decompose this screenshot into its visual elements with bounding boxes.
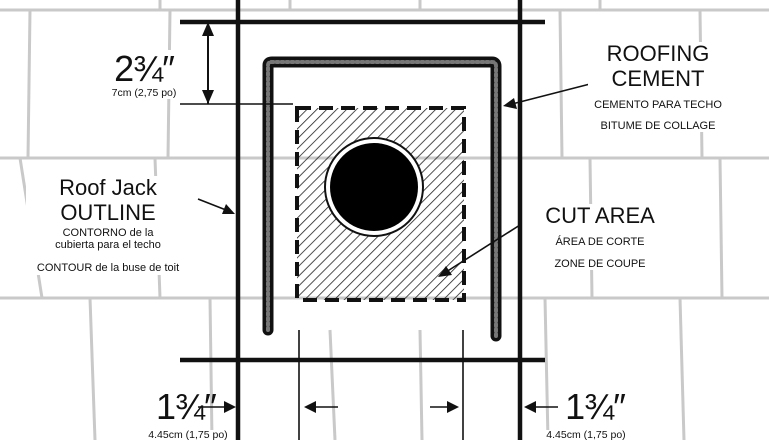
left-dimension-label: 1¾″ 4.45cm (1,75 po) <box>142 388 234 443</box>
roofing-cement-label: ROOFING CEMENT CEMENTO PARA TECHO BITUME… <box>588 41 728 133</box>
roof-jack-outline <box>180 0 545 372</box>
top-dimension-metric: 7cm (2,75 po) <box>111 86 177 99</box>
right-dimension-label: 1¾″ 4.45cm (1,75 po) <box>538 388 634 443</box>
roofing-cement-spanish: CEMENTO PARA TECHO <box>594 99 722 112</box>
roofing-cement-french: BITUME DE COLLAGE <box>600 119 716 132</box>
top-dimension-label: 2¾″ 7cm (2,75 po) <box>104 50 184 99</box>
roof-jack-french: CONTOUR de la buse de toit <box>36 262 180 275</box>
bottom-dimension <box>198 330 558 440</box>
right-dimension-value: 1¾″ <box>565 386 626 427</box>
cut-area-spanish: ÁREA DE CORTE <box>555 236 645 249</box>
cut-area-title: CUT AREA <box>545 203 655 228</box>
roof-jack-title-1: Roof Jack <box>59 175 157 200</box>
roofing-cement-title-1: ROOFING <box>606 41 710 66</box>
roof-jack-spanish-1: CONTORNO de la <box>62 227 154 240</box>
left-dimension-metric: 4.45cm (1,75 po) <box>148 428 228 441</box>
roof-jack-outline-label: Roof Jack OUTLINE CONTORNO de la cubiert… <box>26 176 190 275</box>
roof-jack-spanish-2: cubierta para el techo <box>55 238 161 251</box>
roofing-cement-bead <box>262 56 502 342</box>
leader-arrows <box>197 83 591 277</box>
top-dimension <box>180 22 293 105</box>
left-dimension-value: 1¾″ <box>156 386 217 427</box>
top-dimension-value: 2¾″ <box>114 48 175 89</box>
right-dimension-metric: 4.45cm (1,75 po) <box>546 428 626 441</box>
vent-hole <box>324 137 424 237</box>
roofing-cement-title-2: CEMENT <box>611 66 705 92</box>
cut-area-french: ZONE DE COUPE <box>554 257 646 270</box>
roof-jack-title-2: OUTLINE <box>60 200 156 226</box>
cut-area-label: CUT AREA ÁREA DE CORTE ZONE DE COUPE <box>528 203 672 271</box>
